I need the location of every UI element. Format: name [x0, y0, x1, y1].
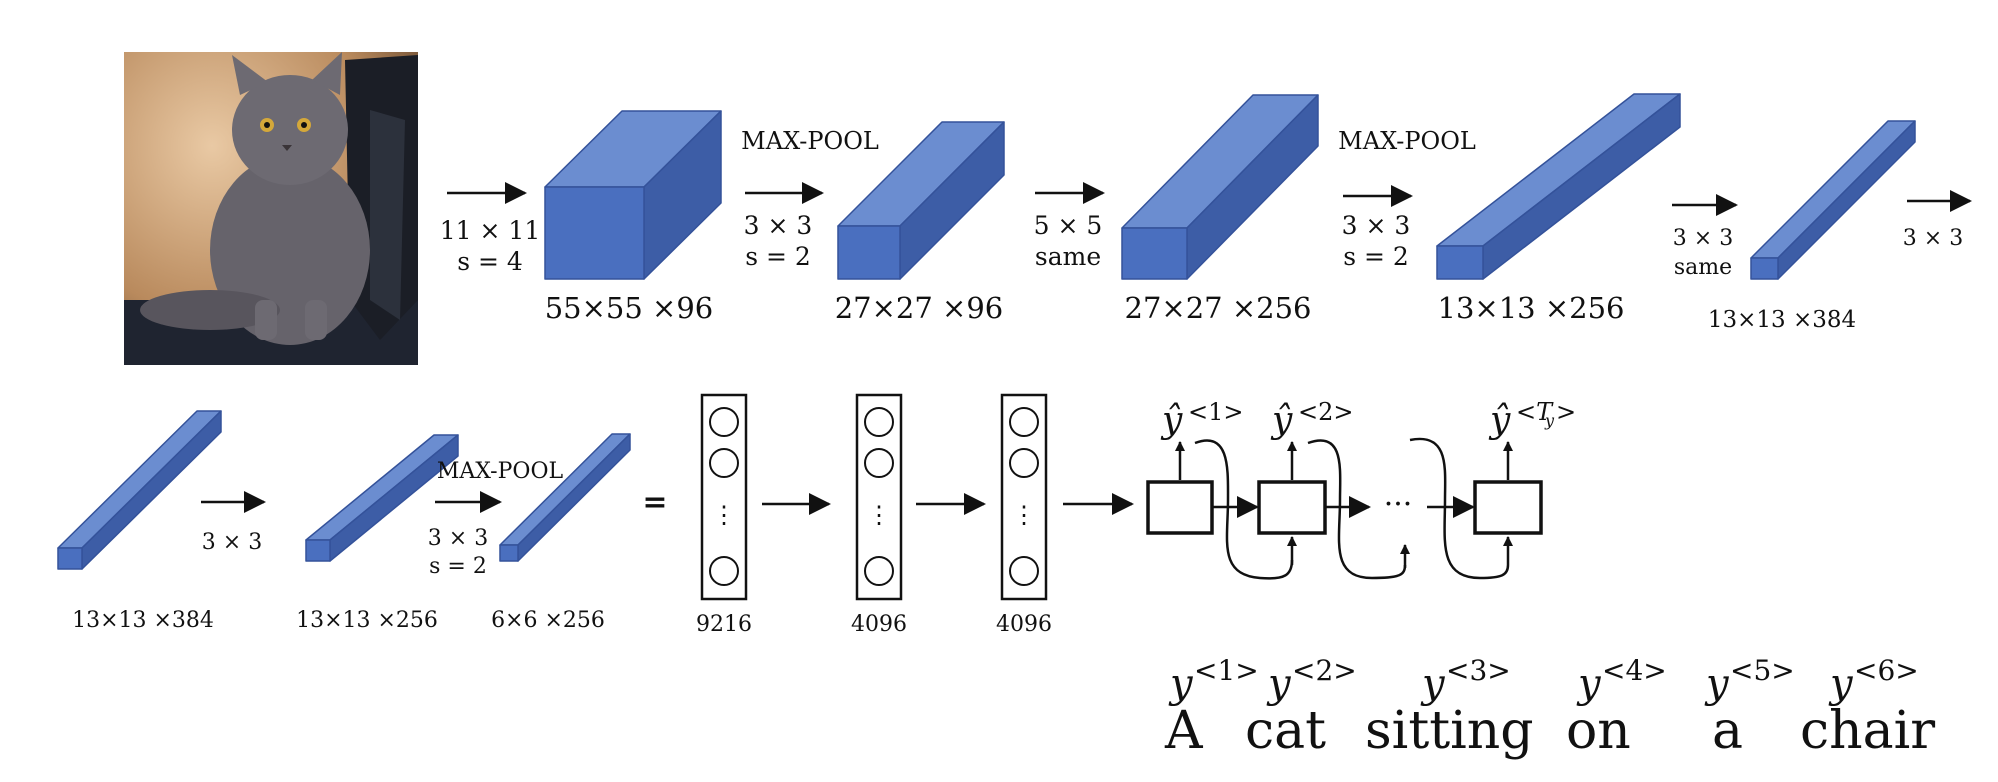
svg-text:<1>: <1>	[1188, 398, 1244, 426]
svg-text:y: y	[1828, 661, 1854, 707]
arrow-label-pool1-stride: s = 2	[745, 242, 811, 271]
svg-text:<2>: <2>	[1298, 398, 1354, 426]
volume-label-pool1: 27×27 ×96	[835, 291, 1004, 325]
svg-text:ŷ: ŷ	[1160, 400, 1183, 441]
target-token-1: y<1>	[1168, 654, 1259, 707]
svg-text:ŷ: ŷ	[1488, 400, 1511, 441]
arrow-label-conv3-padding: same	[1674, 255, 1732, 280]
volume-conv4	[57, 410, 222, 570]
svg-text:<1>: <1>	[1194, 654, 1259, 687]
volume-pool1	[837, 121, 1005, 280]
fc-layer-2: ⋮ 4096	[851, 393, 907, 637]
svg-text:y: y	[1704, 661, 1730, 707]
caption-word-1: A	[1164, 701, 1204, 761]
svg-text:y: y	[1576, 661, 1602, 707]
volume-label-conv4: 13×13 ×384	[72, 608, 214, 633]
row2-volume-labels: 13×13 ×384 13×13 ×256 6×6 ×256	[72, 608, 605, 633]
caption-word-5: a	[1712, 701, 1743, 761]
svg-text:y: y	[1266, 661, 1292, 707]
caption-word-2: cat	[1245, 701, 1326, 761]
arrow-label-conv4-row2: 3 × 3	[202, 530, 262, 555]
max-pool-label-1: MAX-POOL	[741, 127, 879, 155]
volume-conv3	[1750, 120, 1916, 280]
rnn-cell-1	[1146, 480, 1214, 535]
row1-volume-labels: 55×55 ×96 27×27 ×96 27×27 ×256 13×13 ×25…	[545, 291, 1856, 333]
fc-layer-3: ⋮ 4096	[996, 393, 1052, 637]
target-token-4: y<4>	[1576, 654, 1667, 707]
volume-label-pool2: 13×13 ×256	[1438, 291, 1625, 325]
svg-text:<6>: <6>	[1854, 654, 1919, 687]
arrow-label-pool2-kernel: 3 × 3	[1342, 211, 1411, 240]
volume-pool3	[499, 433, 631, 562]
vertical-dots: ⋮	[867, 501, 891, 529]
svg-text:<4>: <4>	[1602, 654, 1667, 687]
volume-label-conv3: 13×13 ×384	[1708, 307, 1856, 333]
svg-text:>: >	[1556, 398, 1576, 426]
row1-arrow-labels: 11 × 11 s = 4 3 × 3 s = 2 5 × 5 same 3 ×…	[440, 127, 1963, 280]
vertical-dots: ⋮	[712, 501, 736, 529]
rnn-output-Ty: ŷ <T y >	[1488, 398, 1576, 441]
caption-word-4: on	[1566, 701, 1631, 761]
cat-photo	[124, 52, 418, 365]
rnn-outputs: ŷ <1> ŷ <2> ŷ <T y >	[1160, 398, 1576, 441]
target-tokens: y<1> y<2> y<3> y<4> y<5> y<6>	[1168, 654, 1919, 707]
rnn-cell-2	[1257, 480, 1327, 535]
svg-text:ŷ: ŷ	[1270, 400, 1293, 441]
fc-label-2: 4096	[851, 612, 907, 637]
rnn-output-2: ŷ <2>	[1270, 398, 1354, 441]
volume-pool2	[1436, 93, 1681, 280]
arrow-label-conv2-kernel: 5 × 5	[1034, 211, 1103, 240]
arrow-label-pool1-kernel: 3 × 3	[744, 211, 813, 240]
rnn-decoder	[1146, 437, 1543, 580]
svg-text:<T: <T	[1516, 398, 1554, 426]
target-token-2: y<2>	[1266, 654, 1357, 707]
vertical-dots: ⋮	[1012, 501, 1036, 529]
rnn-cell-3	[1473, 480, 1543, 535]
volume-label-conv5: 13×13 ×256	[296, 608, 438, 633]
svg-text:y: y	[1420, 661, 1446, 707]
row2-arrows	[201, 491, 1134, 515]
volume-conv2	[1121, 94, 1319, 280]
arrow-label-pool3-stride: s = 2	[429, 554, 487, 579]
row2-volumes	[57, 410, 631, 570]
fc-layer-1: ⋮ 9216	[696, 393, 752, 637]
volume-label-pool3: 6×6 ×256	[491, 608, 605, 633]
target-token-6: y<6>	[1828, 654, 1919, 707]
svg-text:y: y	[1168, 661, 1194, 707]
caption-words: A cat sitting on a chair	[1164, 701, 1935, 761]
arrow-label-conv2-padding: same	[1035, 242, 1101, 271]
arrow-label-pool3-kernel: 3 × 3	[428, 526, 488, 551]
max-pool-label-2: MAX-POOL	[1338, 127, 1476, 155]
rnn-ellipsis: ···	[1384, 487, 1413, 522]
target-token-3: y<3>	[1420, 654, 1511, 707]
rnn-output-1: ŷ <1>	[1160, 398, 1244, 441]
fc-label-1: 9216	[696, 612, 752, 637]
volume-conv1	[544, 110, 722, 280]
arrow-label-conv4-kernel: 3 × 3	[1903, 226, 1963, 251]
arrow-label-conv1-stride: s = 4	[457, 247, 523, 276]
volume-label-conv1: 55×55 ×96	[545, 291, 714, 325]
target-token-5: y<5>	[1704, 654, 1795, 707]
svg-text:<3>: <3>	[1446, 654, 1511, 687]
equals-sign: =	[642, 485, 667, 520]
volume-conv5	[305, 434, 459, 562]
svg-text:<5>: <5>	[1730, 654, 1795, 687]
row2-arrow-labels: 3 × 3 3 × 3 s = 2 MAX-POOL =	[202, 459, 668, 579]
caption-word-6: chair	[1800, 701, 1935, 761]
arrow-label-pool2-stride: s = 2	[1343, 242, 1409, 271]
volume-label-conv2: 27×27 ×256	[1125, 291, 1312, 325]
caption-word-3: sitting	[1365, 701, 1534, 761]
svg-text:<2>: <2>	[1292, 654, 1357, 687]
max-pool-label-3: MAX-POOL	[437, 459, 564, 484]
arrow-label-conv1-kernel: 11 × 11	[440, 216, 540, 245]
fc-label-3: 4096	[996, 612, 1052, 637]
svg-text:y: y	[1544, 411, 1555, 430]
row1-volumes	[544, 93, 1916, 280]
row1-arrows	[447, 182, 1972, 216]
arrow-label-conv3-kernel: 3 × 3	[1673, 226, 1733, 251]
